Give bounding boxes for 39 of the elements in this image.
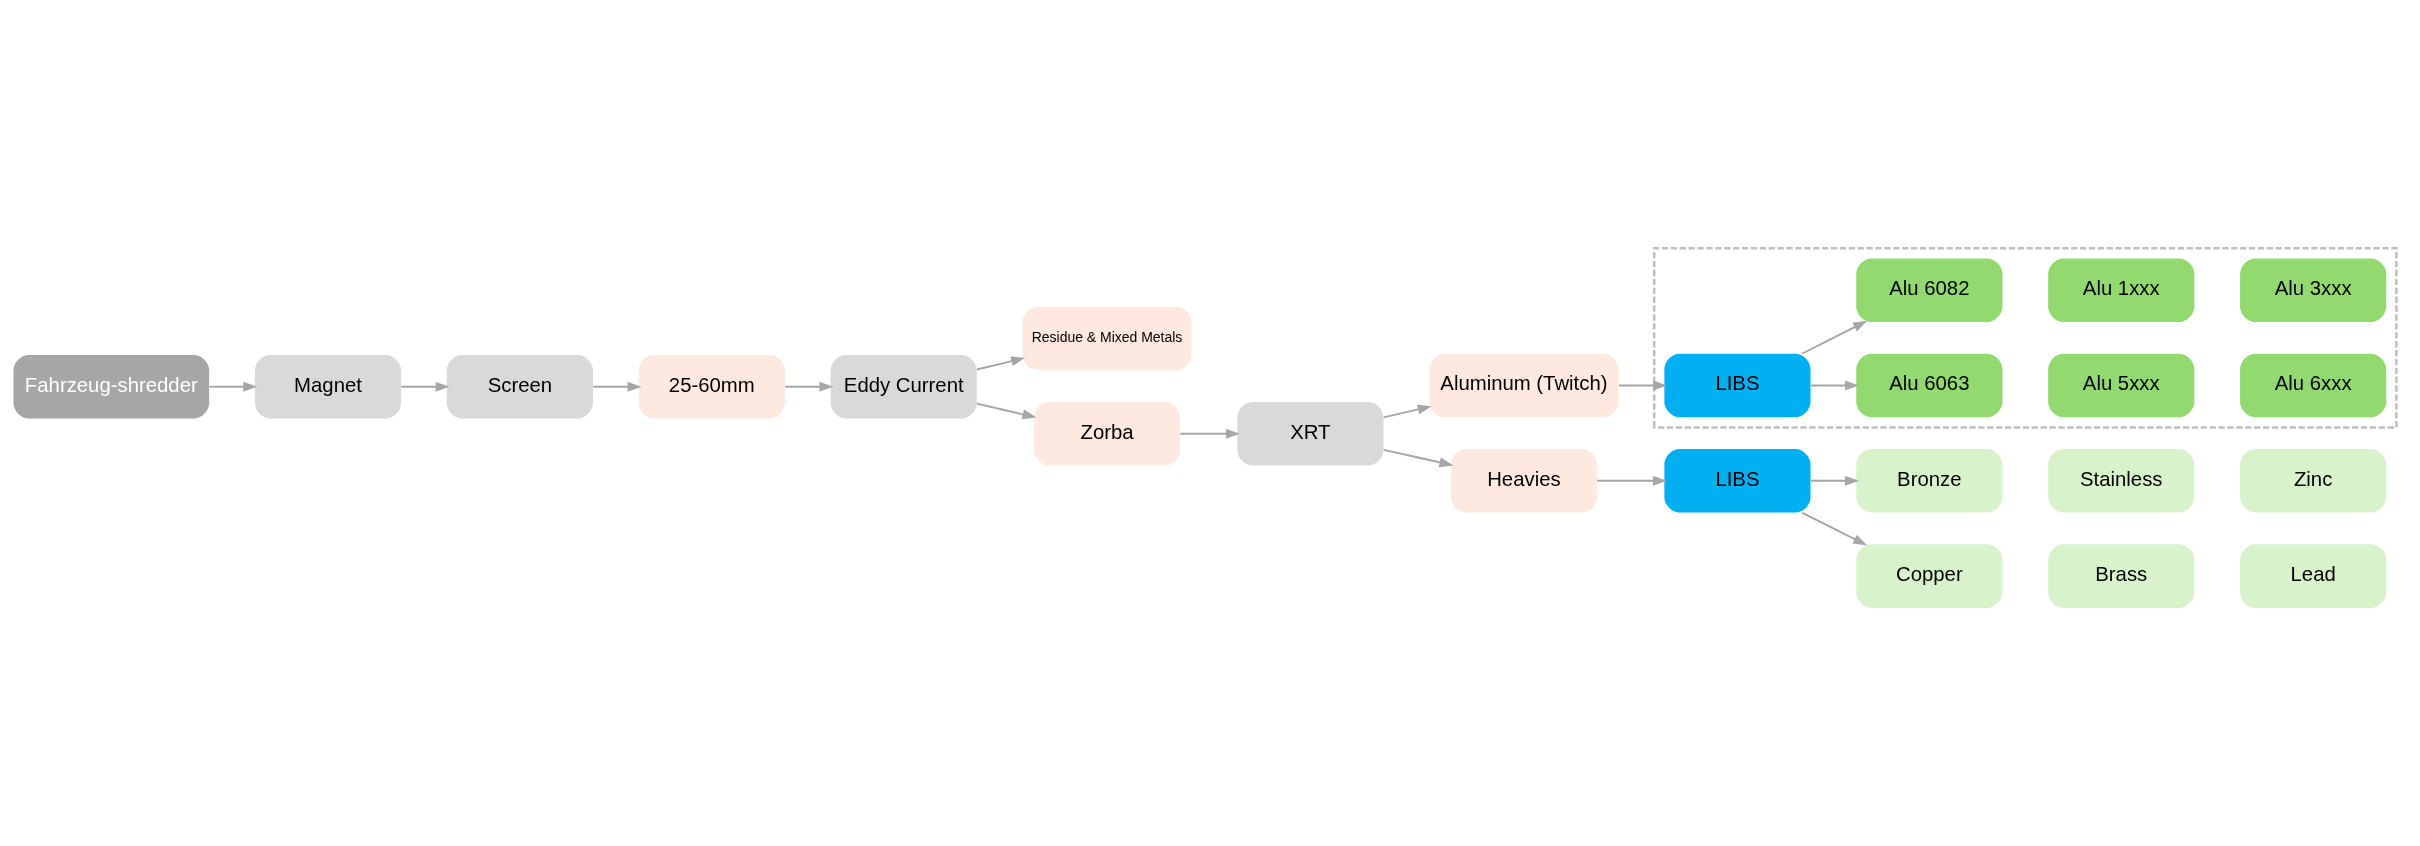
node-box: Alu 6xxx [2240, 353, 2387, 418]
node-box: LIBS [1664, 353, 1811, 418]
arrow [1801, 320, 1868, 355]
node-box: Screen [446, 355, 593, 419]
node-box: 25-60mm [638, 355, 785, 419]
node-box: Aluminum (Twitch) [1429, 353, 1619, 418]
node-box: Magnet [254, 355, 402, 419]
node-box: Copper [1856, 544, 2003, 608]
arrow [1809, 380, 1860, 391]
node-box: Brass [2048, 544, 2195, 608]
node-box: Alu 5xxx [2048, 353, 2195, 418]
node-box: Stainless [2048, 449, 2195, 513]
node-box: Zinc [2240, 449, 2387, 513]
node-box: Residue & Mixed Metals [1022, 306, 1192, 371]
arrow [400, 381, 450, 392]
node-box: XRT [1237, 402, 1384, 466]
node-box: Alu 6063 [1856, 353, 2003, 418]
arrow [975, 402, 1037, 420]
arrow [1179, 428, 1240, 439]
arrow [1382, 448, 1454, 468]
node-box: Heavies [1450, 449, 1597, 513]
node-box: Alu 3xxx [2240, 258, 2387, 322]
node-box: Eddy Current [830, 355, 977, 419]
node-box: Alu 1xxx [2048, 258, 2195, 322]
arrow [1382, 404, 1432, 419]
node-box: LIBS [1664, 449, 1811, 513]
arrow [1596, 475, 1667, 486]
arrow [784, 381, 834, 392]
node-box: Bronze [1856, 449, 2003, 513]
arrow [1618, 380, 1668, 391]
arrow [208, 381, 258, 392]
arrow [1801, 511, 1868, 546]
node-box: Fahrzeug-shredder [13, 355, 210, 419]
arrow [1809, 475, 1860, 486]
arrow [592, 381, 642, 392]
node-box: Zorba [1034, 402, 1181, 466]
node-box: Alu 6082 [1856, 258, 2003, 322]
arrow [975, 356, 1026, 371]
node-box: Lead [2240, 544, 2387, 608]
